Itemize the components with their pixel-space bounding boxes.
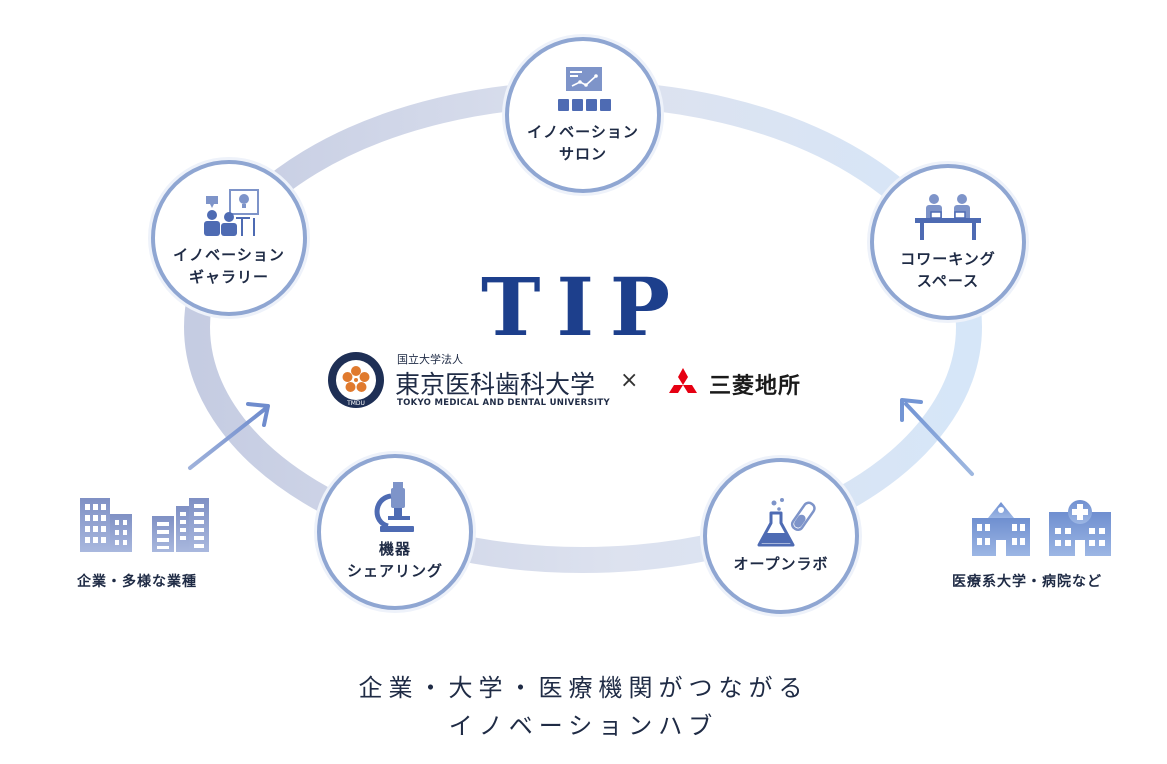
tip-title: TIP bbox=[480, 260, 687, 354]
node-label: オープンラボ bbox=[733, 555, 829, 573]
right-group-label: 医療系大学・病院など bbox=[952, 574, 1102, 590]
tmdu-name: 東京医科歯科大学 bbox=[395, 370, 596, 399]
mitsubishi-estate-name: 三菱地所 bbox=[709, 374, 802, 399]
node-label: コワーキング スペース bbox=[900, 250, 996, 290]
meeting-lightbulb-icon bbox=[204, 189, 259, 236]
desk-people-icon bbox=[915, 194, 981, 240]
partner-separator: × bbox=[620, 368, 639, 393]
caption-line-1: 企業・大学・医療機関がつながる bbox=[358, 674, 809, 702]
node-label: イノベーション ギャラリー bbox=[173, 246, 285, 286]
flask-test-tube-icon bbox=[757, 498, 816, 547]
office-buildings-icon bbox=[152, 498, 209, 552]
node-label: 機器 シェアリング bbox=[346, 540, 443, 580]
presentation-board-icon bbox=[558, 67, 611, 111]
node-equipment-sharing[interactable]: 機器 シェアリング bbox=[317, 454, 473, 610]
tmdu-corporation-label: 国立大学法人 bbox=[397, 353, 463, 366]
node-innovation-salon[interactable]: イノベーション サロン bbox=[505, 37, 661, 193]
node-innovation-gallery[interactable]: イノベーション ギャラリー bbox=[151, 160, 307, 316]
university-building-icon bbox=[972, 502, 1030, 556]
caption-line-2: イノベーションハブ bbox=[448, 712, 719, 740]
tmdu-seal-icon: TMDU bbox=[328, 352, 384, 408]
mitsubishi-three-diamonds-icon bbox=[669, 368, 697, 393]
left-group-label: 企業・多様な業種 bbox=[77, 574, 197, 590]
node-label: イノベーション サロン bbox=[527, 123, 639, 163]
mitsubishi-estate-logo: 三菱地所 bbox=[665, 364, 801, 404]
microscope-icon bbox=[374, 482, 414, 532]
right-arrow bbox=[900, 398, 974, 476]
node-coworking-space[interactable]: コワーキング スペース bbox=[870, 164, 1026, 320]
tmdu-seal-text: TMDU bbox=[346, 400, 365, 407]
node-open-lab[interactable]: オープンラボ bbox=[703, 458, 859, 614]
hospital-icon bbox=[1049, 500, 1111, 556]
tmdu-logo: TMDU 国立大学法人 東京医科歯科大学 TOKYO MEDICAL AND D… bbox=[327, 347, 610, 417]
tmdu-english-name: TOKYO MEDICAL AND DENTAL UNIVERSITY bbox=[397, 398, 610, 408]
left-arrow bbox=[188, 402, 270, 470]
office-building-icon bbox=[80, 498, 132, 552]
